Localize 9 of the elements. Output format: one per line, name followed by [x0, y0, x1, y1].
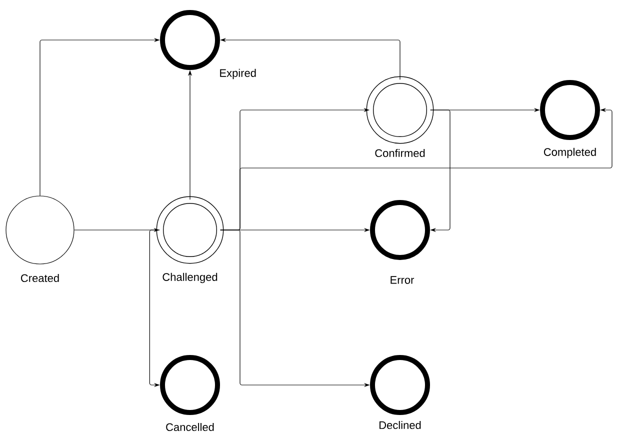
state-label: Error [390, 276, 414, 284]
state-label: Challenged [162, 272, 218, 284]
state-label: Confirmed [375, 148, 425, 158]
state-label: Cancelled [166, 422, 214, 432]
state-label: Declined [380, 420, 421, 430]
state-label: Expired [220, 68, 256, 80]
arrow [430, 110, 450, 232]
state-label: Completed [544, 148, 596, 158]
state-label: Created [21, 274, 59, 282]
